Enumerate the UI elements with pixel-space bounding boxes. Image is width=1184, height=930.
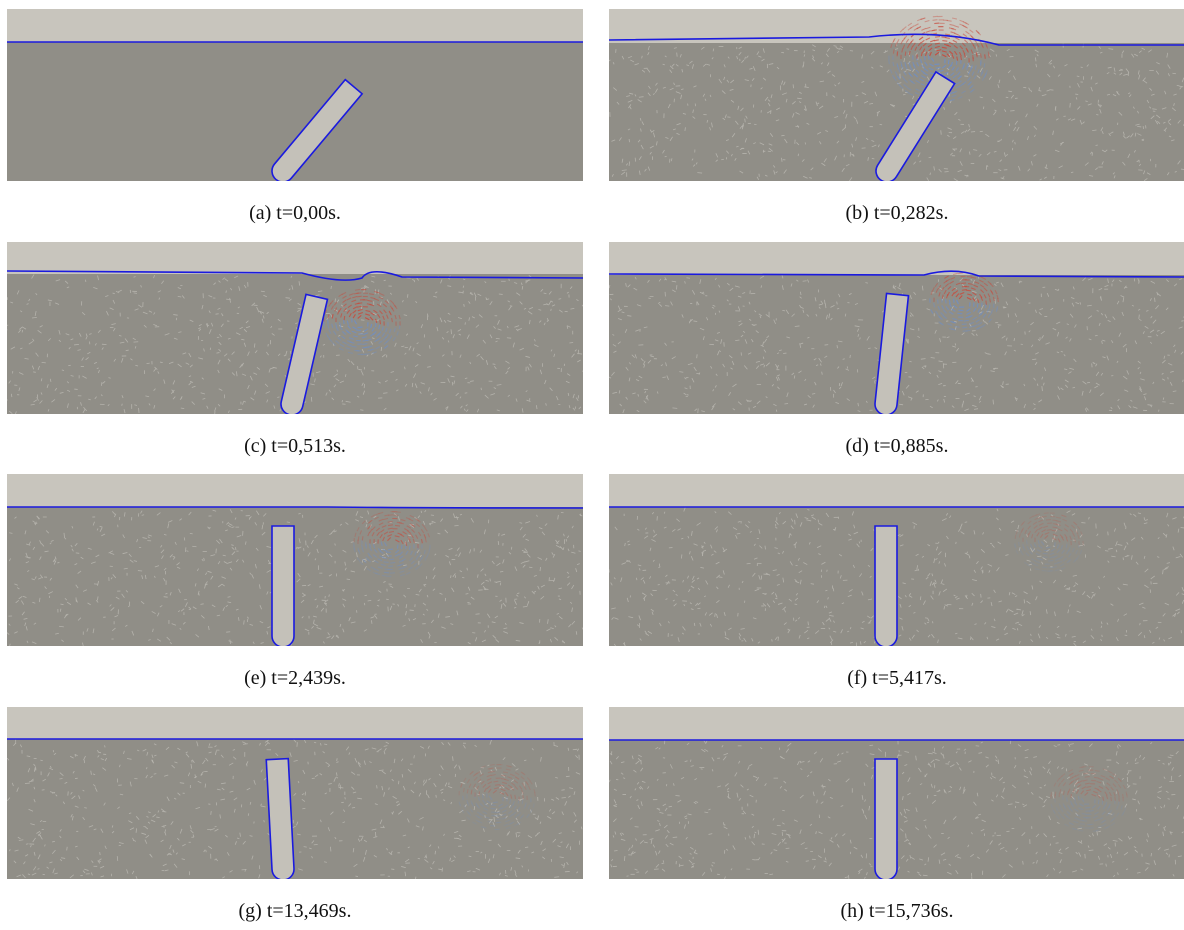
air-region [7,242,583,274]
air-region [609,242,1184,275]
flap [875,70,956,181]
flap [874,292,910,414]
simulation-panel-d [609,242,1184,414]
simulation-panel-a [7,9,583,181]
simulation-panel-f [609,474,1184,646]
caption-e: (e) t=2,439s. [244,667,346,689]
flap [280,293,329,414]
simulation-view [609,242,1184,414]
simulation-view [7,707,583,879]
air-region [609,474,1184,507]
velocity-field [7,738,583,879]
velocity-field [609,42,1184,181]
caption-c: (c) t=0,513s. [244,435,346,457]
caption-b: (b) t=0,282s. [845,202,949,224]
vortex [353,511,431,577]
simulation-view [7,9,583,181]
caption-g: (g) t=13,469s. [238,900,352,922]
simulation-panel-c [7,242,583,414]
flap [271,525,295,646]
vortex [323,288,401,356]
air-region [7,9,583,42]
velocity-field [609,506,1184,646]
simulation-view [7,474,583,646]
simulation-view [609,474,1184,646]
free-surface-line [609,270,1184,278]
vortex [1050,765,1128,832]
air-region [609,9,1184,43]
caption-a: (a) t=0,00s. [249,202,341,224]
simulation-panel-g [7,707,583,879]
simulation-view [7,242,583,414]
flap [874,758,898,879]
simulation-panel-e [7,474,583,646]
velocity-field [7,509,583,646]
caption-d: (d) t=0,885s. [845,435,949,457]
vortex [1014,512,1084,572]
simulation-panel-b [609,9,1184,181]
air-region [7,707,583,739]
free-surface-line [609,33,1184,46]
caption-h: (h) t=15,736s. [840,900,954,922]
flap [271,78,364,181]
simulation-panel-h [609,707,1184,879]
free-surface-line [7,270,583,281]
flap [874,525,898,646]
caption-f: (f) t=5,417s. [847,667,947,689]
simulation-view [609,707,1184,879]
vortex [929,272,999,332]
simulation-view [609,9,1184,181]
air-region [7,474,583,507]
air-region [609,707,1184,740]
flap [265,757,295,879]
vortex [888,15,990,103]
vortex [458,763,536,831]
free-surface-line [7,506,583,509]
